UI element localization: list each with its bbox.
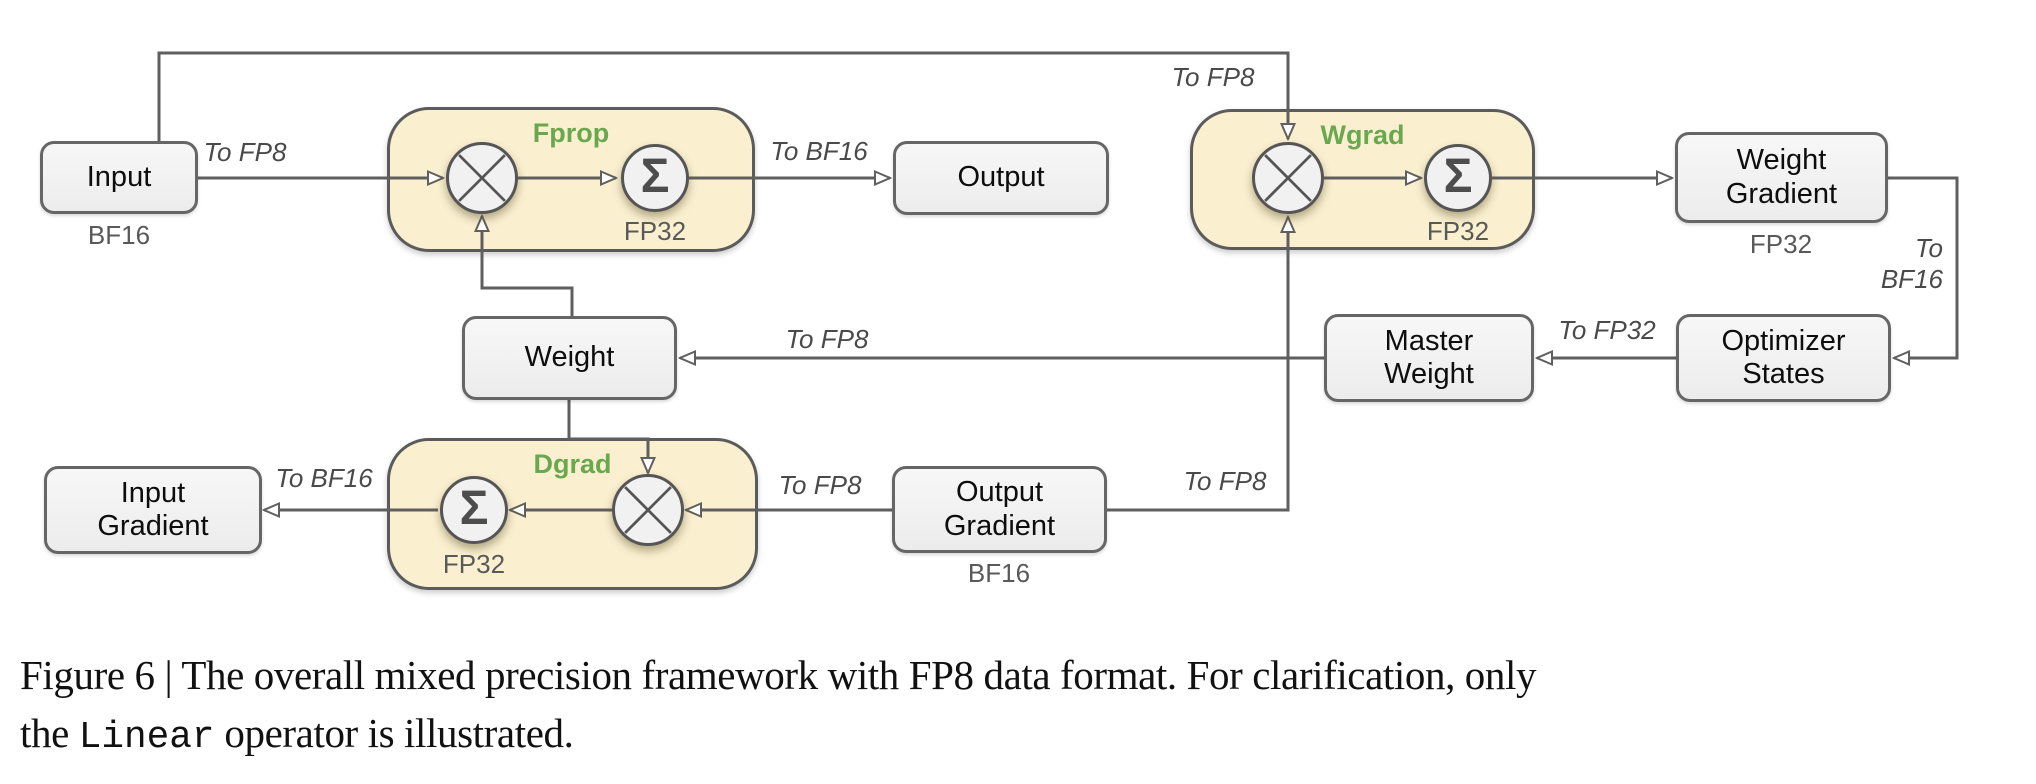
node-optimizer-states-label: Optimizer States (1721, 324, 1846, 390)
sum-operator: Σ (640, 150, 670, 203)
multiply-icon (624, 486, 672, 534)
wgrad-multiply-op (1252, 142, 1324, 214)
node-output: Output (893, 141, 1109, 215)
fprop-accumulator-precision: FP32 (623, 216, 687, 246)
group-fprop-title: Fprop (532, 118, 610, 148)
node-input: Input (40, 141, 198, 214)
wire-label-output-gradient-to-dgrad: To FP8 (778, 470, 862, 500)
node-weight-gradient: Weight Gradient (1675, 132, 1888, 223)
wires-layer (157, 51, 1959, 640)
wgrad-sum-op: Σ (1424, 144, 1492, 212)
node-master-weight: Master Weight (1324, 314, 1534, 402)
caption-line-1: Figure 6 | The overall mixed precision f… (20, 652, 1537, 698)
wire-label-dgrad-to-input-gradient: To BF16 (275, 463, 373, 493)
caption-line-2-prefix: the (20, 710, 79, 757)
multiply-icon (1264, 154, 1312, 202)
wire-weight-to-fprop (482, 216, 574, 316)
node-master-weight-label: Master Weight (1384, 324, 1474, 390)
caption-line-2: the Linear operator is illustrated. (20, 704, 2000, 766)
node-weight-gradient-label: Weight Gradient (1725, 144, 1838, 210)
wire-weight-gradient-to-optimizer (1888, 176, 1959, 358)
caption-line-2-suffix: operator is illustrated. (214, 710, 574, 757)
node-weight: Weight (462, 316, 677, 400)
figure-caption: Figure 6 | The overall mixed precision f… (20, 646, 2000, 766)
group-wgrad-title: Wgrad (1320, 120, 1405, 150)
fprop-multiply-op (446, 142, 518, 214)
sum-operator: Σ (459, 482, 489, 535)
wire-label-optimizer-to-master: To FP32 (1558, 315, 1656, 345)
wgrad-accumulator-precision: FP32 (1426, 216, 1490, 246)
wire-label-output-gradient-to-wgrad: To FP8 (1183, 466, 1267, 496)
caption-linear-code: Linear (78, 717, 215, 760)
node-output-gradient-label: Output Gradient (943, 476, 1056, 542)
node-output-gradient: Output Gradient (892, 466, 1107, 553)
node-input-gradient-label: Input Gradient (97, 476, 209, 542)
wire-weight-to-dgrad (567, 400, 648, 473)
wire-label-fprop-to-output: To BF16 (770, 136, 868, 166)
wire-label-input-to-wgrad: To FP8 (1171, 62, 1255, 92)
dgrad-sum-op: Σ (440, 476, 508, 544)
dgrad-multiply-op (612, 474, 684, 546)
input-precision-label: BF16 (87, 220, 151, 250)
node-weight-label: Weight (524, 341, 615, 374)
multiply-icon (458, 154, 506, 202)
wire-output-gradient-to-wgrad (1107, 217, 1288, 512)
output-gradient-precision-label: BF16 (967, 558, 1031, 588)
dgrad-accumulator-precision: FP32 (442, 549, 506, 579)
wire-label-input-to-fprop: To FP8 (203, 137, 287, 167)
wire-input-to-wgrad (157, 51, 1288, 141)
node-output-label: Output (957, 161, 1045, 194)
wire-label-master-to-weight: To FP8 (785, 324, 869, 354)
sum-operator: Σ (1443, 150, 1473, 203)
node-input-gradient: Input Gradient (44, 466, 262, 554)
group-dgrad-title: Dgrad (533, 449, 612, 479)
fprop-sum-op: Σ (621, 144, 689, 212)
weight-gradient-precision-label: FP32 (1749, 229, 1813, 259)
node-input-label: Input (86, 160, 152, 193)
node-optimizer-states: Optimizer States (1676, 314, 1891, 402)
wire-label-weight-gradient-to-optimizer: To BF16 (1880, 233, 1943, 294)
